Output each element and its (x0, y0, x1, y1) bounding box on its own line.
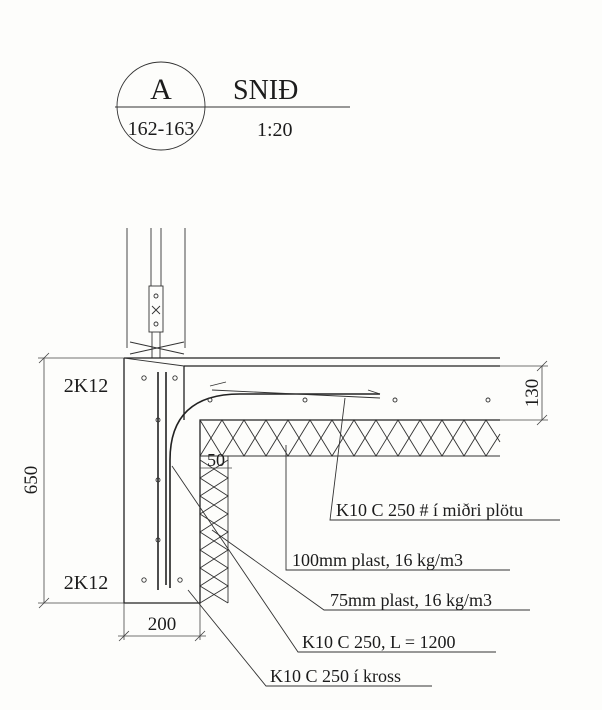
slab-thickness-dimension: 130 (522, 379, 543, 408)
wall-height-dimension: 650 (21, 466, 42, 495)
callout-slab-insulation: 100mm plast, 16 kg/m3 (292, 550, 463, 570)
sheet-reference: 162-163 (128, 118, 195, 140)
wall-width-dimension: 200 (148, 614, 177, 635)
drawing-scale: 1:20 (257, 119, 293, 141)
detail-circle (116, 61, 206, 151)
wall-insulation (199, 456, 229, 604)
dimension-lines (38, 352, 548, 642)
slab-insulation (199, 419, 501, 457)
upper-wall (126, 228, 186, 358)
detail-letter: A (150, 73, 172, 106)
top-rebar-label: 2K12 (64, 375, 108, 397)
callout-leaders (171, 397, 560, 687)
section-title: SNIÐ (233, 75, 298, 106)
callout-corner-bar: K10 C 250, L = 1200 (302, 632, 455, 652)
callout-wall-insulation: 75mm plast, 16 kg/m3 (330, 590, 492, 610)
callout-slab-mesh: K10 C 250 # í miðri plötu (336, 500, 523, 520)
callout-cross-mesh: K10 C 250 í kross (270, 666, 401, 686)
bottom-rebar-label: 2K12 (64, 572, 108, 594)
reinforcement (141, 372, 491, 590)
title-block: A 162-163 SNIÐ 1:20 (115, 61, 350, 151)
insulation-offset-dimension: 50 (207, 450, 225, 470)
wall-anchor-plate (148, 285, 164, 333)
